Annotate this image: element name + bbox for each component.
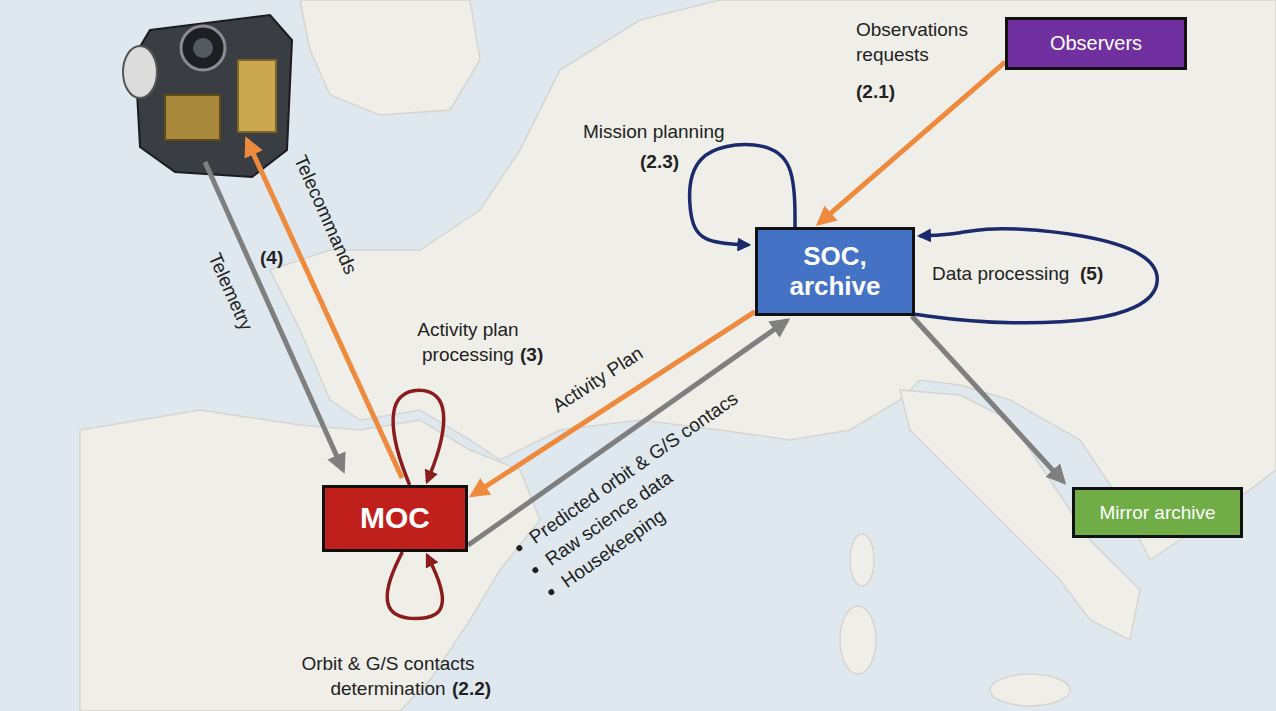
step-number: (4) <box>260 246 283 271</box>
edge-label: Mission planning <box>583 120 725 145</box>
iberia <box>80 410 540 711</box>
step-number: (2.3) <box>640 150 679 175</box>
step-number: (2.1) <box>856 80 895 105</box>
step-number: (3) <box>520 343 543 368</box>
sardinia <box>840 606 876 674</box>
flow-arrow <box>819 62 1005 223</box>
britain <box>300 0 480 115</box>
land <box>80 0 1276 711</box>
satellite-illustration <box>123 15 292 177</box>
satellite-body <box>135 15 292 177</box>
node-label: Mirror archive <box>1099 502 1215 524</box>
satellite-dish <box>123 46 157 98</box>
corsica <box>850 534 874 586</box>
step-number: (5) <box>1080 262 1103 287</box>
observer-box: Observers <box>1005 17 1187 70</box>
archive-box: Mirror archive <box>1072 487 1243 538</box>
moc-box: MOC <box>322 485 468 552</box>
flow-arrow <box>912 316 1064 482</box>
node-label: Observers <box>1050 32 1142 55</box>
node-label: SOC, archive <box>779 242 891 302</box>
node-label: MOC <box>360 501 430 536</box>
process-loop <box>387 552 442 619</box>
process-loop <box>393 390 443 485</box>
step-number: (2.2) <box>452 677 491 702</box>
soc-box: SOC, archive <box>755 227 915 316</box>
satellite-telescope <box>181 26 225 70</box>
sicily <box>990 674 1070 706</box>
edge-label: Activity plan processing <box>398 318 538 367</box>
satellite-panel <box>165 95 220 140</box>
telecommand-arrow <box>247 140 402 478</box>
satellite-lens <box>193 38 213 58</box>
process-loop <box>915 229 1157 323</box>
edge-label: Data processing <box>932 262 1069 287</box>
satellite-panel <box>238 60 276 132</box>
edge-label: Observations requests <box>856 18 1006 67</box>
